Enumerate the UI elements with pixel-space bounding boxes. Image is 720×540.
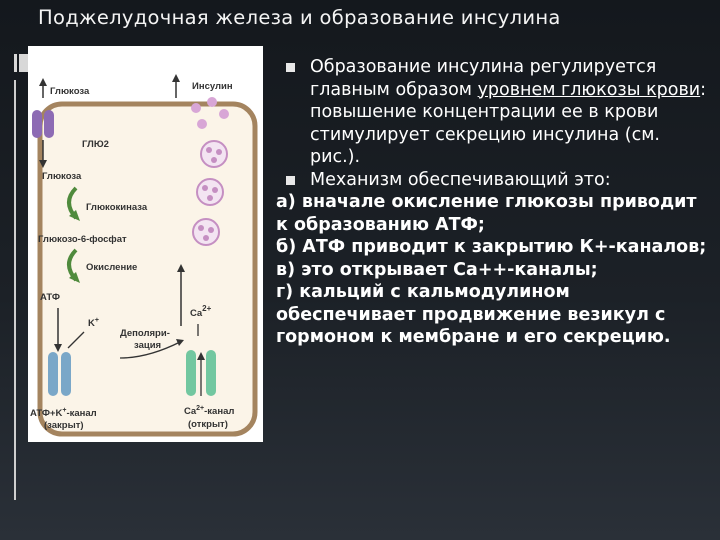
step-a: а) вначале окисление глюкозы приводит к …: [276, 192, 697, 235]
secreted-insulin-2: [207, 97, 217, 107]
secreted-insulin-3: [219, 109, 229, 119]
label-katp-state: (закрыт): [44, 420, 84, 431]
depol-arrowhead: [176, 339, 184, 346]
label-g6p: Глюкозо-6-фосфат: [38, 234, 127, 245]
k-plus-arrow: [67, 331, 85, 349]
glut2-transporter-left: [32, 110, 42, 138]
granule: [203, 235, 209, 241]
beta-cell-diagram: Глюкоза ГЛЮ2 Глюкоза Глюкокиназа Глюкозо…: [30, 74, 258, 437]
green-arrowhead-2: [69, 272, 80, 283]
ca-channel-arrowhead: [197, 352, 205, 360]
granule: [212, 187, 218, 193]
label-insulin: Инсулин: [192, 81, 233, 92]
label-glut2: ГЛЮ2: [82, 139, 109, 150]
figure-frame-line: [14, 80, 16, 500]
corner-mark: [14, 54, 29, 72]
k-channel-left: [48, 352, 58, 396]
secreted-insulin-4: [197, 119, 207, 129]
granule: [211, 157, 217, 163]
glut-down-arrowhead: [39, 160, 47, 168]
bullet-1-text-before: Образование инсулина регулируется главны…: [310, 57, 657, 100]
bullet-mechanism: Механизм обеспечивающий это:: [276, 169, 708, 192]
label-glucose-inner: Глюкоза: [42, 171, 82, 182]
bullet-insulin-regulation: Образование инсулина регулируется главны…: [276, 56, 708, 169]
label-glucokinase: Глюкокиназа: [86, 202, 148, 213]
insulin-vesicle-3: [192, 218, 220, 246]
ca-channel-right: [206, 350, 216, 396]
k-channel-right: [61, 352, 71, 396]
atp-arrowhead: [54, 344, 62, 352]
granule: [202, 185, 208, 191]
bullet-1-underlined: уровнем глюкозы крови: [477, 79, 701, 100]
label-depol-2: зация: [134, 340, 161, 351]
label-atp: АТФ: [40, 292, 60, 303]
label-k-plus: K+: [88, 317, 99, 329]
bullet-1-text-after: : повышение концентрации ее в крови стим…: [310, 79, 707, 168]
label-ca-inside: Ca2+: [190, 304, 212, 319]
label-oxidation: Окисление: [86, 262, 137, 273]
bullet-2-text: Механизм обеспечивающий это:: [310, 169, 611, 190]
slide-title: Поджелудочная железа и образование инсул…: [38, 6, 561, 29]
label-katp-channel: АТФ+K+-канал: [30, 407, 97, 419]
insulin-secretion-figure: Глюкоза ГЛЮ2 Глюкоза Глюкокиназа Глюкозо…: [28, 46, 263, 442]
glut2-transporter-right: [44, 110, 54, 138]
step-b: б) АТФ приводит к закрытию К+-каналов;: [276, 237, 707, 257]
green-arrowhead-1: [69, 210, 80, 221]
slide-body: Образование инсулина регулируется главны…: [276, 56, 708, 349]
insulin-vesicle-1: [200, 140, 228, 168]
label-depol-1: Деполяри-: [120, 328, 170, 339]
step-d: г) кальций с кальмодулином обеспечивает …: [276, 282, 671, 347]
granule: [207, 195, 213, 201]
bullet-square-icon: [286, 175, 295, 185]
label-ca-state: (открыт): [188, 419, 228, 430]
step-c: в) это открывает Са++-каналы;: [276, 259, 598, 280]
label-glucose-top: Глюкоза: [50, 86, 90, 97]
label-ca-channel: Ca2+-канал: [184, 405, 234, 417]
bullet-square-icon: [286, 63, 295, 72]
secreted-insulin-1: [191, 103, 201, 113]
insulin-out-arrowhead: [172, 74, 180, 82]
calcium-up-arrowhead: [177, 264, 185, 272]
depol-arrow: [119, 341, 181, 359]
glucose-in-arrowhead: [39, 78, 47, 86]
granule: [206, 147, 212, 153]
granule: [216, 149, 222, 155]
granule: [208, 227, 214, 233]
ca-channel-left: [186, 350, 196, 396]
granule: [198, 225, 204, 231]
insulin-vesicle-2: [196, 178, 224, 206]
